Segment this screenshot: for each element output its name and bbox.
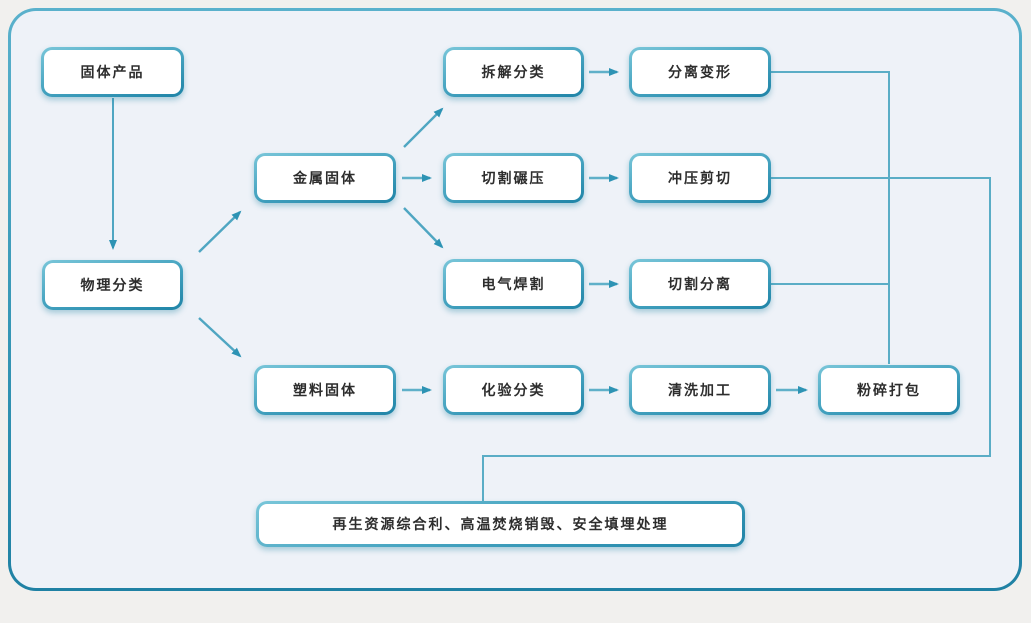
node-metal-solid: 金属固体	[254, 153, 396, 203]
node-label-physical-sort: 物理分类	[80, 277, 145, 293]
node-plastic-solid: 塑料固体	[254, 365, 396, 415]
node-label-electric-weld-cut: 电气焊割	[481, 276, 546, 292]
node-final-disposal: 再生资源综合利、高温焚烧销毁、安全填埋处理	[256, 501, 745, 547]
node-label-plastic-solid: 塑料固体	[293, 382, 357, 398]
node-label-solid-product: 固体产品	[80, 64, 145, 80]
node-stamp-shear: 冲压剪切	[629, 153, 771, 203]
node-cut-separate: 切割分离	[629, 259, 771, 309]
node-crush-pack: 粉碎打包	[818, 365, 960, 415]
node-label-separate-deform: 分离变形	[668, 64, 732, 80]
node-label-stamp-shear: 冲压剪切	[668, 170, 732, 186]
node-label-final-disposal: 再生资源综合利、高温焚烧销毁、安全填埋处理	[332, 516, 669, 532]
node-lab-test-sort: 化验分类	[443, 365, 584, 415]
node-cut-roll: 切割碾压	[443, 153, 584, 203]
node-wash-process: 清洗加工	[629, 365, 771, 415]
node-electric-weld-cut: 电气焊割	[443, 259, 584, 309]
node-physical-sort: 物理分类	[42, 260, 183, 310]
node-label-lab-test-sort: 化验分类	[481, 382, 546, 398]
node-solid-product: 固体产品	[41, 47, 184, 97]
node-label-cut-roll: 切割碾压	[481, 170, 546, 186]
node-label-wash-process: 清洗加工	[668, 382, 732, 398]
node-separate-deform: 分离变形	[629, 47, 771, 97]
node-label-dismantle-sort: 拆解分类	[481, 64, 546, 80]
node-dismantle-sort: 拆解分类	[443, 47, 584, 97]
node-label-cut-separate: 切割分离	[668, 276, 732, 292]
node-label-metal-solid: 金属固体	[293, 170, 357, 186]
node-label-crush-pack: 粉碎打包	[857, 382, 921, 398]
